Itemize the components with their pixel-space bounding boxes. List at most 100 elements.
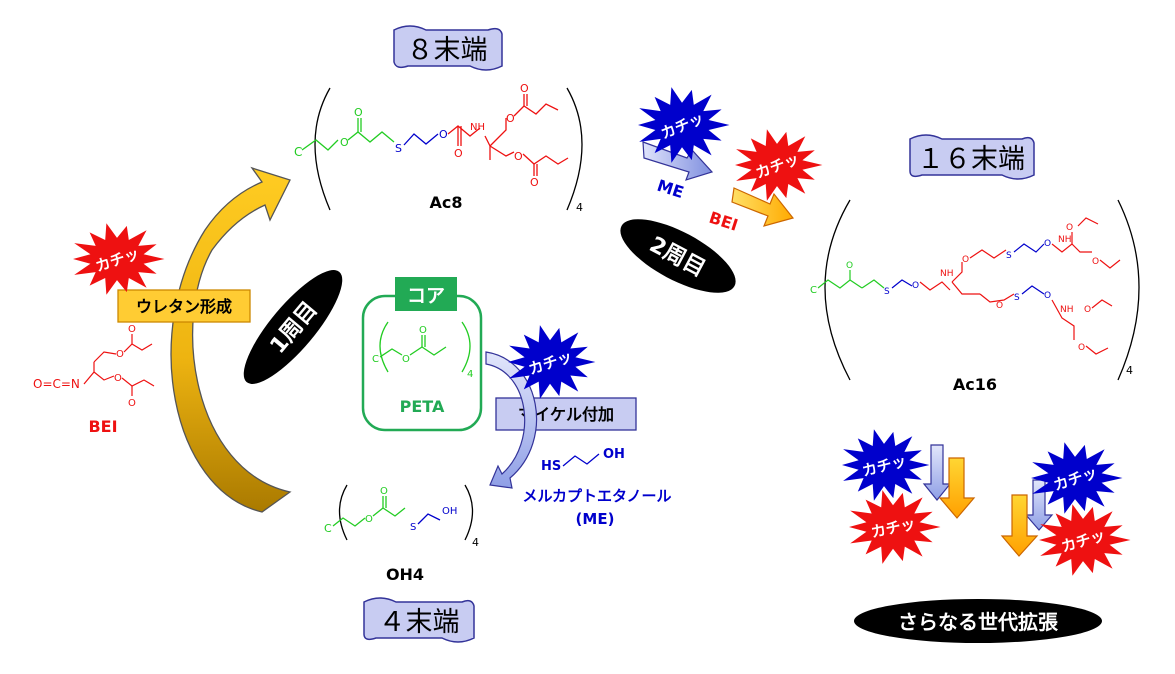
urethane-cycle-arrow (170, 166, 292, 513)
ac16-atom-o2: O (912, 281, 919, 291)
ac16-atom-s2: S (1006, 251, 1012, 261)
peta-atom-c: C (372, 354, 379, 365)
oh4-subscript: 4 (472, 536, 479, 549)
ac16-atom-s3: S (1014, 293, 1020, 303)
ac16-bracket-left (824, 199, 851, 381)
second-cycle-badge: 2周目 (620, 219, 736, 293)
bei-label: BEI (88, 417, 117, 436)
ac16-atom-nh2: NH (1058, 235, 1072, 245)
ac8-atom-o4: O (454, 147, 463, 160)
ac8-molecule: 4 C O O S O O NH O O O O Ac8 (294, 82, 583, 214)
peta-subscript: 4 (467, 369, 473, 380)
core-label: コア (407, 285, 445, 307)
peta-core: コア C O O 4 PETA (361, 277, 483, 432)
bei-atom-o1: O (116, 349, 124, 360)
banner-ac8-ends-text: ８末端 (407, 35, 488, 66)
click-badge-burst (1031, 442, 1123, 514)
bei-arrow-label: BEI (707, 208, 741, 235)
ac8-atom-nh: NH (470, 122, 485, 133)
ac16-atom-o10: O (1078, 343, 1085, 353)
click-badge-burst (842, 429, 930, 501)
bei-atom-o4: O (128, 398, 136, 409)
ac16-atom-o7: O (996, 301, 1003, 311)
oh4-atom-c: C (324, 522, 332, 535)
core-tab (395, 277, 457, 311)
me-atom-hs: HS (541, 459, 561, 474)
down-arrows-left (922, 444, 976, 519)
ac8-atom-o2: O (354, 106, 363, 119)
ac8-bracket-left (314, 87, 331, 211)
ac16-molecule: 4 C O S O NH O S O NH O O O S O NH O O (810, 199, 1140, 394)
me-arrow-label: ME (655, 176, 686, 202)
ac8-atom-o1: O (340, 136, 349, 149)
click-badge-burst (1039, 504, 1131, 576)
first-cycle-badge: 1周目 (243, 270, 343, 384)
me-atom-oh: OH (603, 447, 625, 462)
ac8-atom-o6: O (520, 82, 529, 95)
ac8-subscript: 4 (576, 201, 583, 214)
oh4-label: OH4 (386, 565, 424, 584)
ac16-subscript: 4 (1126, 364, 1133, 377)
banner-oh4-ends-text: ４末端 (379, 607, 460, 638)
ac8-atom-o3: O (439, 128, 448, 141)
ac16-atom-o9: O (1084, 305, 1091, 315)
bei-molecule: O=C=N O O O O BEI (33, 324, 155, 436)
michael-box: マイケル付加 (495, 397, 637, 431)
ac16-label: Ac16 (953, 375, 997, 394)
michael-label: マイケル付加 (518, 405, 614, 424)
further-expansion-label: さらなる世代拡張 (898, 610, 1059, 634)
peta-label: PETA (400, 397, 445, 416)
ac16-atom-o3: O (962, 255, 969, 265)
click-badge-burst (735, 129, 823, 201)
click-badge-michael: カチッ (508, 325, 596, 399)
bei-atom-o2: O (128, 324, 136, 335)
ac8-atom-o5: O (506, 112, 515, 125)
bei-atom-nco: O=C=N (33, 377, 80, 391)
ac16-atom-nh1: NH (940, 269, 954, 279)
click-badge-further-2: カチッ (849, 490, 941, 564)
peta-atom-o1: O (402, 354, 410, 365)
ac8-bracket-right (566, 87, 583, 211)
oh4-atom-o2: O (380, 486, 388, 497)
ac8-atom-o8: O (530, 176, 539, 189)
click-badge-further-3: カチッ (1031, 442, 1123, 514)
click-badge-burst (508, 325, 596, 399)
click-badge-burst (849, 490, 941, 564)
ac16-atom-o8: O (1044, 291, 1051, 301)
click-badge-burst (73, 223, 165, 295)
oh4-atom-s: S (410, 522, 416, 533)
click-badge-urethane: カチッ (73, 223, 165, 295)
banner-ac16-ends-text: １６末端 (917, 144, 1025, 175)
me-reagent: HS OH メルカプトエタノール (ME) (522, 447, 671, 528)
click-badge-bei-second: カチッ (735, 129, 823, 201)
me-abbr: (ME) (576, 510, 615, 528)
further-expansion-badge: さらなる世代拡張 (854, 599, 1102, 643)
ac16-atom-c: C (810, 285, 817, 296)
ac8-atom-s: S (395, 142, 402, 155)
ac16-atom-o5: O (1066, 223, 1073, 233)
ac16-atom-nh3: NH (1060, 305, 1074, 315)
ac8-atom-o7: O (514, 150, 523, 163)
urethane-label: ウレタン形成 (136, 297, 232, 316)
oh4-molecule: 4 C O O S OH OH4 (324, 484, 479, 584)
click-badge-me-second: カチッ (638, 87, 730, 163)
oh4-atom-o1: O (365, 514, 373, 525)
banner-ac8-ends: ８末端 (393, 25, 503, 71)
click-badge-further-4: カチッ (1039, 504, 1131, 576)
ac8-label: Ac8 (430, 193, 463, 212)
urethane-box: ウレタン形成 (117, 289, 251, 323)
ac16-atom-o4: O (1044, 239, 1051, 249)
ac8-atom-c: C (294, 145, 302, 159)
bei-arrow: BEI (707, 187, 795, 235)
banner-oh4-ends: ４末端 (363, 597, 475, 643)
ac16-bracket-right (1117, 199, 1140, 381)
ac16-atom-o6: O (1092, 257, 1099, 267)
ac16-atom-s1: S (884, 287, 890, 297)
click-badge-further-1: カチッ (842, 429, 930, 501)
ac16-atom-o1: O (846, 261, 853, 271)
banner-ac16-ends: １６末端 (909, 134, 1035, 180)
me-name: メルカプトエタノール (522, 487, 671, 505)
click-badge-burst (638, 87, 730, 163)
oh4-atom-oh: OH (442, 506, 457, 517)
